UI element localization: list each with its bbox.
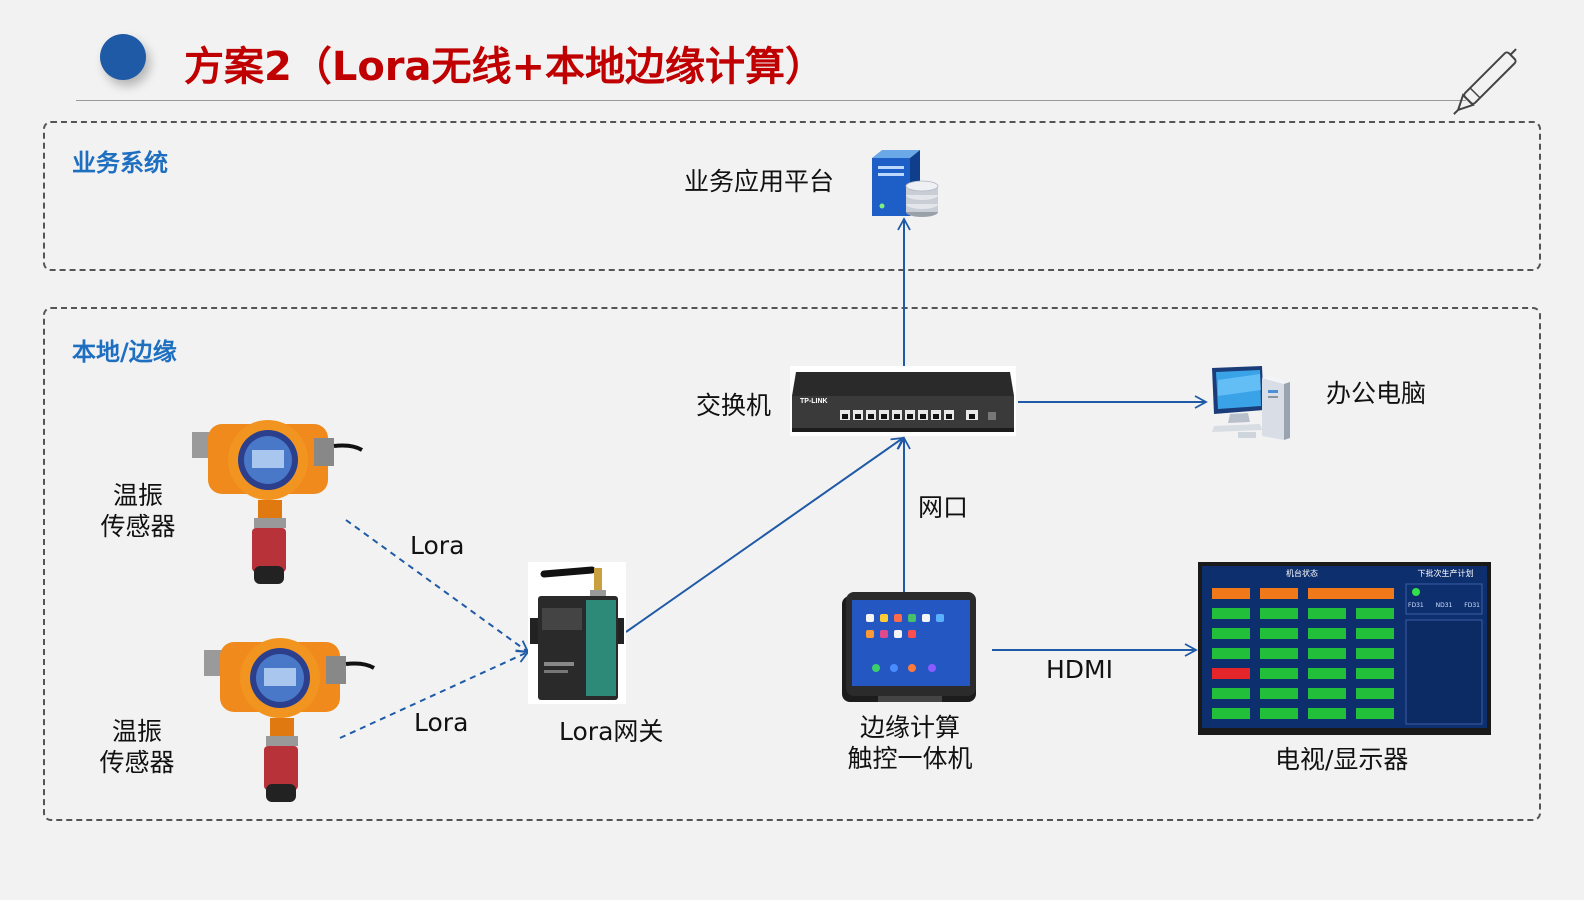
slide-title: 方案2（Lora无线+本地边缘计算） [184,44,826,90]
local-zone-label: 本地/边缘 [72,338,177,366]
tv-col-3: FD31 [1464,602,1480,609]
sensor1-lora-link [345,519,530,654]
tv-col-1: FD31 [1408,602,1424,609]
business-zone-label: 业务系统 [72,149,168,177]
title-bullet-dot [100,34,146,80]
tv-screen-header-left: 机台状态 [1286,569,1318,578]
business-system-zone [43,121,1541,271]
sensor1-label-line2: 传感器 [100,512,176,542]
switch-brand-text: TP-LINK [800,398,828,405]
gateway-to-switch-link [625,436,905,633]
edge-label-line2: 触控一体机 [847,744,973,774]
edge-label-line1: 边缘计算 [859,713,960,742]
tv-screen: 机台状态 下批次生产计划 FD31 ND31 FD31 [1202,566,1487,728]
lora-link-label-1: Lora [410,531,465,560]
sensor2-label-line2: 传感器 [99,748,175,778]
gateway-label: Lora网关 [559,717,664,746]
title-divider [76,100,1466,101]
sensor1-label-line1: 温振 [112,481,163,510]
sensor2-lora-link [339,650,530,739]
lora-link-label-2: Lora [414,708,469,737]
tv-display-icon: 机台状态 下批次生产计划 FD31 ND31 FD31 [1198,562,1491,735]
tv-dashboard-grid [1212,583,1483,725]
local-edge-zone [43,307,1541,821]
hdmi-link-label: HDMI [1046,655,1113,684]
tv-screen-columns: FD31 ND31 FD31 [1408,602,1480,609]
office-pc-label: 办公电脑 [1326,379,1427,408]
tv-col-2: ND31 [1435,602,1453,609]
edge-device-label: 边缘计算 触控一体机 [840,712,980,775]
tv-label: 电视/显示器 [1275,745,1409,774]
tv-screen-header-right: 下批次生产计划 [1417,569,1474,578]
platform-label: 业务应用平台 [684,167,835,196]
sensor2-label-line1: 温振 [111,717,162,746]
sensor1-label: 温振 传感器 [96,480,180,543]
sensor2-label: 温振 传感器 [95,716,179,779]
switch-label: 交换机 [696,391,772,420]
ethernet-link-label: 网口 [918,493,969,522]
